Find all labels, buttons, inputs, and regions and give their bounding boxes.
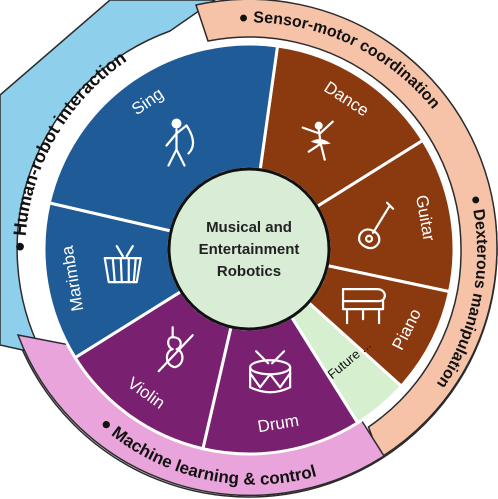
center-title-line-1: Musical and	[206, 219, 292, 236]
outer-band-human-robot-interaction	[0, 0, 217, 356]
drum-icon	[249, 350, 292, 394]
center-title-line-2: Entertainment	[199, 241, 300, 258]
violin-icon	[157, 326, 194, 373]
ballet-dancer-icon	[301, 120, 334, 161]
outer-band-sensor-dexterous	[195, 0, 498, 460]
grand-piano-icon	[341, 288, 386, 325]
guitar-icon	[357, 201, 395, 250]
center-title-line-3: Robotics	[217, 263, 281, 280]
center-circle	[167, 167, 331, 331]
marimba-icon	[103, 245, 142, 284]
singer-icon	[165, 118, 195, 167]
